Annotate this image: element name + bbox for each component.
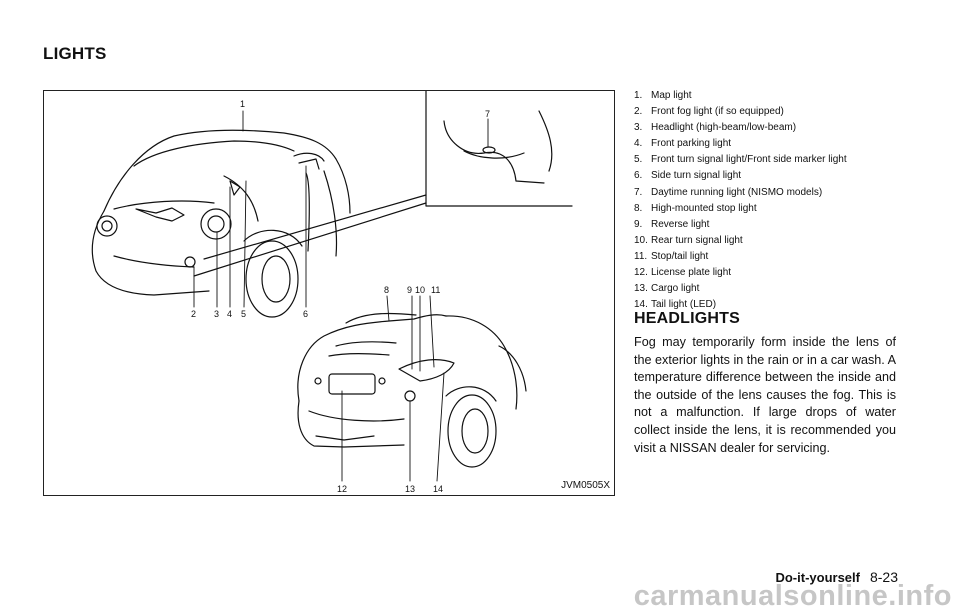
- headlights-paragraph: Fog may temporarily form inside the lens…: [634, 335, 896, 455]
- callout-10: 10: [415, 285, 425, 295]
- legend-item: 3.Headlight (high-beam/low-beam): [634, 122, 797, 134]
- legend-item: 1.Map light: [634, 90, 692, 101]
- callout-13: 13: [405, 484, 415, 494]
- legend-item: 12.License plate light: [634, 267, 732, 279]
- car-illustration: 1 2 3 4 5 6 7 8 9 10 11 12 13 14: [91, 91, 573, 494]
- callout-8: 8: [384, 285, 389, 295]
- callout-2: 2: [191, 309, 196, 319]
- watermark: carmanualsonline.info: [633, 580, 952, 612]
- callout-5: 5: [241, 309, 246, 319]
- callout-12: 12: [337, 484, 347, 494]
- legend-item: 4.Front parking light: [634, 138, 732, 150]
- callout-1: 1: [240, 99, 245, 109]
- lights-legend: 1.Map light 2.Front fog light (if so equ…: [634, 88, 847, 313]
- callout-3: 3: [214, 309, 219, 319]
- lights-figure: 1 2 3 4 5 6 7 8 9 10 11 12 13 14 JVM0505…: [43, 90, 615, 496]
- page-footer: Do-it-yourself 8-23: [775, 569, 898, 585]
- legend-item: 5.Front turn signal light/Front side mar…: [634, 154, 847, 166]
- figure-code: JVM0505X: [561, 480, 610, 491]
- section-title: LIGHTS: [43, 44, 107, 63]
- legend-item: 2.Front fog light (if so equipped): [634, 106, 784, 118]
- legend-item: 6.Side turn signal light: [634, 170, 742, 182]
- page-number: 8-23: [869, 569, 898, 585]
- callout-9: 9: [407, 285, 412, 295]
- callout-6: 6: [303, 309, 308, 319]
- callout-4: 4: [227, 309, 232, 319]
- legend-item: 8.High-mounted stop light: [634, 202, 757, 214]
- legend-item: 9.Reverse light: [634, 218, 710, 230]
- callout-14: 14: [433, 484, 443, 494]
- callout-11: 11: [431, 285, 440, 295]
- legend-item: 7.Daytime running light (NISMO models): [634, 186, 823, 198]
- legend-item: 14.Tail light (LED): [634, 299, 717, 311]
- footer-section: Do-it-yourself: [775, 570, 860, 585]
- legend-item: 11.Stop/tail light: [634, 250, 709, 262]
- legend-item: 10.Rear turn signal light: [634, 234, 743, 246]
- headlights-heading: HEADLIGHTS: [634, 310, 740, 327]
- legend-item: 13.Cargo light: [634, 283, 700, 295]
- callout-7: 7: [485, 109, 490, 119]
